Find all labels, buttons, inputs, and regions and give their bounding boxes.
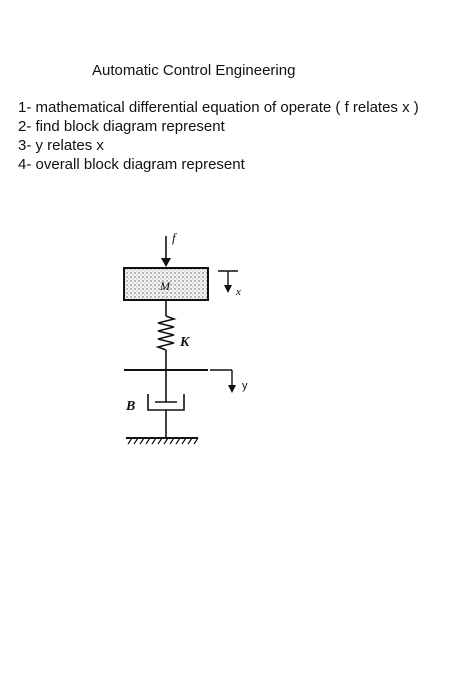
document-title: Automatic Control Engineering [92,62,296,79]
spring-label: K [179,335,191,350]
question-item: 2- find block diagram represent [18,118,225,135]
question-list: 1- mathematical differential equation of… [18,98,438,174]
mass-spring-damper-diagram: f M x K y B [123,230,248,445]
question-item: 4- overall block diagram represent [18,156,245,173]
question-item: 3- y relates x [18,137,104,154]
force-arrow [161,236,171,267]
force-label: f [172,230,178,245]
y-label: y [242,380,248,392]
x-displacement-indicator [218,270,238,293]
question-item: 1- mathematical differential equation of… [18,99,419,116]
mass-label: M [159,279,171,293]
damper [147,370,185,438]
ground [126,437,199,445]
y-displacement-indicator [210,369,236,393]
damper-label: B [125,399,135,414]
spring [155,300,177,370]
x-label: x [235,286,241,298]
